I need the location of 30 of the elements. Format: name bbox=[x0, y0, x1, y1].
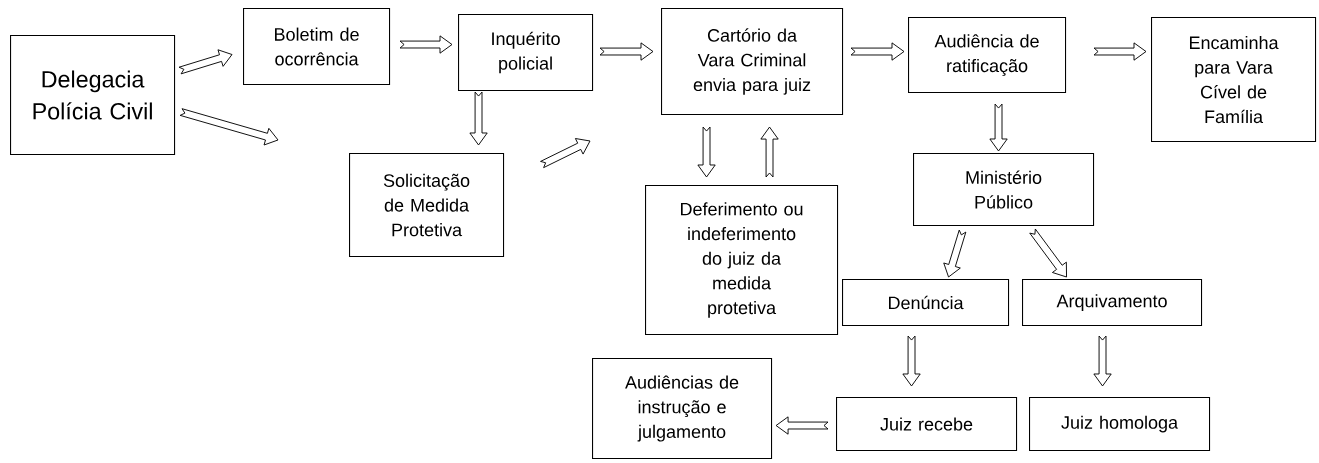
block-arrow bbox=[902, 335, 921, 387]
process-box: Deferimento ou indeferimento do juiz da medida protetiva bbox=[645, 185, 839, 336]
process-box: Delegacia Polícia Civil bbox=[10, 35, 176, 156]
process-box: Encaminha para Vara Cível de Família bbox=[1151, 17, 1317, 143]
block-arrow bbox=[399, 35, 453, 54]
process-box: Juiz recebe bbox=[836, 397, 1018, 452]
block-arrow bbox=[989, 103, 1008, 152]
block-arrow bbox=[178, 49, 233, 75]
block-arrow bbox=[760, 126, 779, 178]
process-box: Arquivamento bbox=[1022, 279, 1203, 327]
process-box: Audiências de instrução e julgamento bbox=[592, 358, 773, 460]
process-box: Solicitação de Medida Protetiva bbox=[349, 153, 505, 258]
block-arrow bbox=[599, 42, 654, 61]
process-box: Cartório da Vara Criminal envia para juiz bbox=[661, 8, 844, 116]
block-arrow bbox=[540, 138, 591, 169]
block-arrow bbox=[1029, 228, 1067, 278]
process-box: Audiência de ratificação bbox=[908, 17, 1067, 94]
block-arrow bbox=[943, 229, 967, 278]
process-box: Inquérito policial bbox=[458, 14, 594, 92]
block-arrow bbox=[1093, 42, 1147, 61]
block-arrow bbox=[1093, 335, 1112, 387]
process-box: Boletim de ocorrência bbox=[243, 8, 391, 86]
block-arrow bbox=[469, 91, 488, 146]
block-arrow bbox=[179, 108, 279, 146]
block-arrow bbox=[775, 416, 829, 435]
process-box: Denúncia bbox=[842, 279, 1010, 327]
block-arrow bbox=[697, 126, 716, 178]
block-arrow bbox=[850, 42, 905, 61]
process-box: Juiz homologa bbox=[1029, 397, 1211, 452]
process-box: Ministério Público bbox=[913, 153, 1095, 227]
